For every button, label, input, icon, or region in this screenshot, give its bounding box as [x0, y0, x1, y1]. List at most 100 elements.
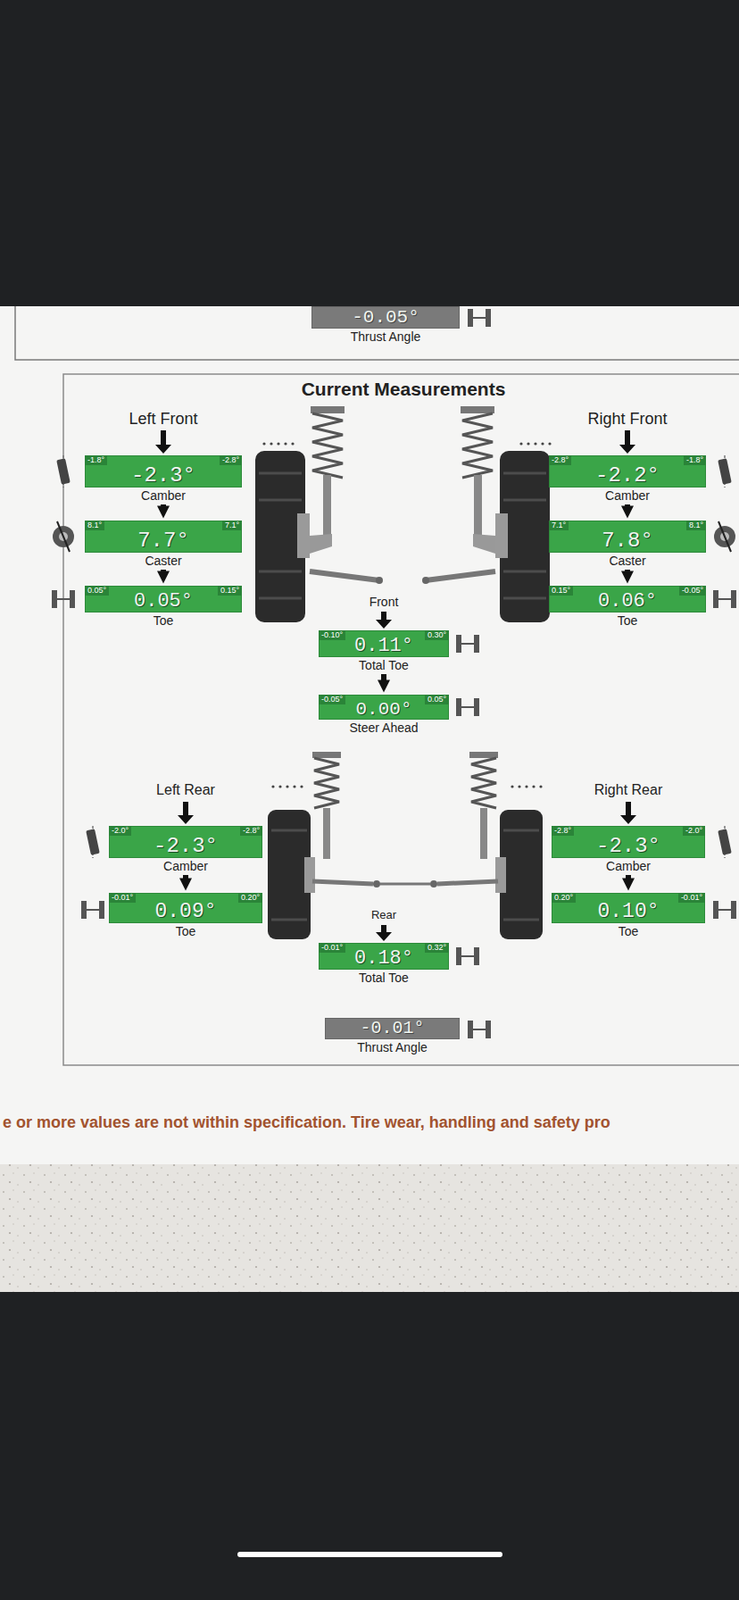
gray-fill: -0.01°	[324, 1017, 460, 1039]
measurement-bar: 0.05°0.15°0.05°Toe	[84, 585, 242, 629]
spec-limit: 0.15°	[217, 585, 242, 596]
spec-limit: -0.05°	[679, 585, 706, 596]
measurement-bar: 7.1°8.1°7.8°Caster	[548, 520, 706, 569]
measurement-bar: -0.05°0.05°0.00°Steer Ahead	[318, 694, 449, 736]
measured-value: 0.09°	[109, 893, 262, 922]
thrust-angle-box: -0.05° Thrust Angle	[311, 306, 460, 345]
measurement-caption: Camber	[84, 488, 242, 504]
dots	[519, 441, 551, 445]
measured-value: 0.00°	[319, 695, 449, 719]
flow-arrow	[160, 504, 167, 509]
green-fill: -2.0° -2.8°-2.3°	[108, 825, 263, 858]
front-left-suspension	[255, 406, 383, 623]
measurement-caption: Caster	[548, 553, 706, 569]
gray-fill: -0.05°	[311, 306, 460, 329]
measured-value: 0.11°	[319, 631, 449, 656]
spec-limit: 0.32°	[424, 942, 449, 953]
toe-icon	[713, 589, 737, 608]
spec-limit: 0.05°	[424, 694, 449, 705]
measurement-caption: Thrust Angle	[324, 1039, 460, 1055]
spec-limit: 0.30°	[424, 630, 449, 640]
flow-arrow	[625, 874, 632, 881]
spec-limit: -2.8°	[219, 455, 242, 465]
measurement-bar: -2.8° -1.8°-2.2°Camber	[548, 455, 706, 504]
measurement-bar: 0.20°-0.01°0.10°Toe	[551, 892, 706, 939]
down-arrow	[375, 611, 392, 629]
measurement-bar: -2.8°-2.0°-2.3°Camber	[551, 825, 706, 874]
down-arrow	[619, 430, 636, 454]
position-label: Right Front	[587, 409, 667, 429]
spec-limit: -2.8°	[240, 825, 263, 836]
measurement-bar: -0.01°0.32°0.18°Total Toe	[318, 942, 449, 986]
measured-value: 7.8°	[549, 521, 706, 552]
toe-icon	[456, 946, 480, 965]
measurement-caption: Camber	[548, 488, 706, 504]
spec-limit: -0.01°	[108, 892, 136, 903]
green-fill: 8.1°7.1°7.7°	[84, 520, 242, 553]
measurement-caption: Toe	[551, 923, 706, 939]
measurement-bar: -0.10°0.30°0.11°Total Toe	[318, 630, 449, 673]
steer-icon	[456, 697, 480, 716]
spec-limit: -1.8°	[683, 455, 706, 465]
caster-icon	[714, 521, 736, 552]
measured-value: 7.7°	[85, 521, 241, 552]
measured-value: -0.01°	[325, 1018, 459, 1038]
measurement-bar: -2.0° -2.8°-2.3°Camber	[108, 825, 263, 874]
green-fill: 0.15°-0.05°0.06°	[548, 585, 706, 613]
down-arrow	[375, 924, 392, 941]
rear-linkage	[380, 882, 431, 886]
spec-limit: 7.1°	[548, 520, 569, 531]
measurement-caption: Toe	[108, 923, 263, 939]
green-fill: -0.10°0.30°0.11°	[318, 630, 449, 657]
green-fill: -2.8° -1.8°-2.2°	[548, 455, 706, 488]
flow-arrow	[624, 569, 631, 574]
position-label: Front	[369, 594, 399, 609]
spec-limit: 8.1°	[84, 520, 105, 531]
spec-limit: -2.0°	[682, 825, 706, 836]
rear-right-suspension	[430, 751, 543, 939]
measured-value: -2.3°	[552, 826, 705, 857]
caster-icon	[52, 521, 75, 552]
spec-limit: -0.01°	[678, 892, 706, 903]
measurement-caption: Thrust Angle	[311, 329, 460, 345]
camber-icon	[85, 825, 100, 858]
dots	[271, 784, 303, 788]
front-right-suspension	[422, 406, 550, 623]
measured-value: -2.3°	[109, 826, 262, 857]
down-arrow	[177, 801, 194, 824]
green-fill: 7.1°8.1°7.8°	[548, 520, 706, 553]
measurement-caption: Total Toe	[318, 970, 449, 986]
warning-note: e or more values are not within specific…	[2, 1112, 611, 1132]
thrust-icon	[467, 308, 491, 327]
camber-icon	[56, 455, 71, 488]
measurement-bar: -1.8°-2.8°-2.3°Camber	[84, 455, 242, 504]
measurement-bar: -0.01° 0.20°0.09°Toe	[108, 892, 263, 939]
measurement-caption: Toe	[548, 613, 706, 629]
measurement-caption: Toe	[84, 613, 242, 629]
toe-icon	[713, 900, 737, 919]
measured-value: -0.05°	[312, 307, 459, 327]
flow-arrow	[160, 569, 167, 574]
spec-limit: -2.0°	[108, 825, 132, 836]
measured-value: -2.2°	[549, 456, 706, 487]
green-fill: -1.8°-2.8°-2.3°	[84, 455, 242, 488]
position-label: Rear	[371, 908, 397, 922]
measurement-caption: Camber	[551, 858, 706, 874]
green-fill: 0.05°0.15°0.05°	[84, 585, 242, 613]
toe-icon	[456, 634, 480, 653]
paper	[0, 306, 739, 1164]
spec-limit: 0.20°	[238, 892, 263, 903]
spec-limit: 0.15°	[548, 585, 573, 596]
flow-arrow	[624, 504, 631, 509]
measurement-caption: Camber	[108, 858, 263, 874]
panel-frame	[63, 373, 739, 1065]
home-indicator	[237, 1551, 503, 1557]
countertop	[0, 1163, 739, 1292]
spec-limit: -2.8°	[548, 455, 572, 465]
position-label: Left Front	[128, 409, 198, 429]
measured-value: 0.05°	[85, 586, 241, 612]
camber-icon	[717, 455, 732, 488]
spec-limit: 0.20°	[551, 892, 576, 903]
